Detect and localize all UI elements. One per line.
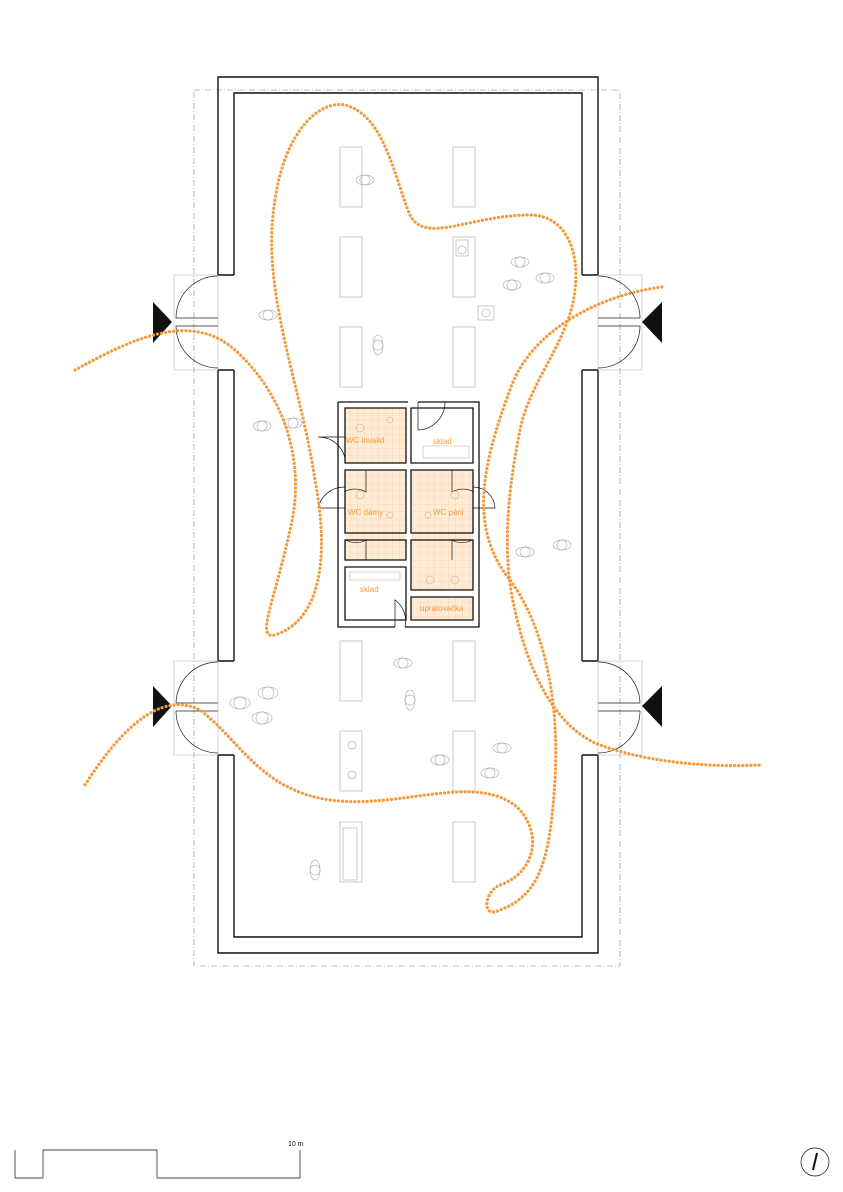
room-label-wc-invalid: WC invalid — [346, 436, 384, 445]
entrance-arrow-icon — [642, 686, 662, 727]
scale-bar — [14, 1149, 301, 1179]
site-boundary — [193, 89, 621, 967]
room-label-upratovacka: upratovačka — [420, 604, 464, 613]
circulation-paths — [73, 102, 762, 914]
entrance-arrow-icon — [153, 302, 172, 343]
room-label-wc-pani: WC páni — [433, 508, 464, 517]
scale-bar-label: 10 m — [288, 1141, 304, 1148]
north-arrow-icon — [800, 1147, 830, 1177]
entrance-doors — [173, 274, 643, 756]
entrance-arrow-icon — [642, 302, 662, 343]
people-figures — [229, 174, 572, 881]
room-label-sklad-top: sklad — [433, 437, 452, 446]
market-stalls — [339, 146, 476, 883]
building-walls — [217, 76, 599, 954]
service-core — [317, 401, 496, 628]
room-label-wc-damy: WC dámy — [348, 508, 383, 517]
room-label-sklad-bottom: sklad — [360, 585, 379, 594]
